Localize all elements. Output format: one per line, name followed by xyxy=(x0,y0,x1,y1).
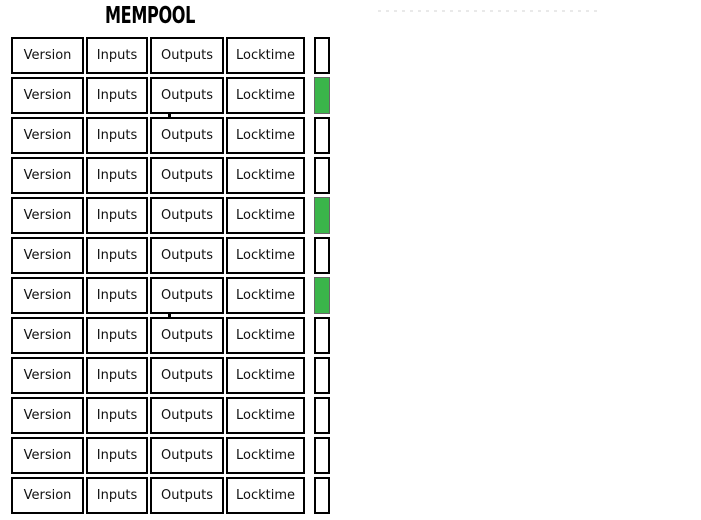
tx-cell-inputs: Inputs xyxy=(86,477,148,514)
tx-status-flag xyxy=(314,477,330,514)
connector-edge xyxy=(168,312,171,318)
tx-cell-locktime: Locktime xyxy=(226,317,305,354)
transaction-row: Version Inputs Outputs Locktime xyxy=(11,317,330,354)
tx-cell-inputs: Inputs xyxy=(86,157,148,194)
tx-cell-inputs: Inputs xyxy=(86,317,148,354)
transaction-row: Version Inputs Outputs Locktime xyxy=(11,397,330,434)
tx-cell-version: Version xyxy=(11,397,84,434)
tx-cell-version: Version xyxy=(11,357,84,394)
tx-cell-version: Version xyxy=(11,197,84,234)
transaction-row: Version Inputs Outputs Locktime xyxy=(11,37,330,74)
tx-cell-version: Version xyxy=(11,157,84,194)
tx-cell-locktime: Locktime xyxy=(226,117,305,154)
tx-cell-inputs: Inputs xyxy=(86,437,148,474)
tx-status-flag xyxy=(314,237,330,274)
tx-cell-version: Version xyxy=(11,37,84,74)
tx-cell-outputs: Outputs xyxy=(150,397,224,434)
transaction-row: Version Inputs Outputs Locktime xyxy=(11,117,330,154)
tx-cell-locktime: Locktime xyxy=(226,157,305,194)
tx-cell-outputs: Outputs xyxy=(150,197,224,234)
connector-edge xyxy=(168,112,171,118)
tx-cell-version: Version xyxy=(11,117,84,154)
transaction-row: Version Inputs Outputs Locktime xyxy=(11,157,330,194)
page-title: MEMPOOL xyxy=(105,3,196,29)
tx-cell-inputs: Inputs xyxy=(86,237,148,274)
tx-cell-locktime: Locktime xyxy=(226,357,305,394)
tx-status-flag xyxy=(314,397,330,434)
transaction-row: Version Inputs Outputs Locktime xyxy=(11,197,330,234)
transaction-row: Version Inputs Outputs Locktime xyxy=(11,77,330,114)
transaction-list: Version Inputs Outputs Locktime Version … xyxy=(11,37,330,514)
tx-cell-inputs: Inputs xyxy=(86,397,148,434)
tx-status-flag xyxy=(314,77,330,114)
tx-cell-outputs: Outputs xyxy=(150,37,224,74)
dashed-separator-line xyxy=(378,10,602,12)
tx-cell-version: Version xyxy=(11,317,84,354)
tx-cell-locktime: Locktime xyxy=(226,397,305,434)
tx-cell-outputs: Outputs xyxy=(150,117,224,154)
tx-cell-outputs: Outputs xyxy=(150,437,224,474)
tx-cell-inputs: Inputs xyxy=(86,277,148,314)
tx-cell-version: Version xyxy=(11,77,84,114)
tx-cell-inputs: Inputs xyxy=(86,357,148,394)
tx-status-flag xyxy=(314,117,330,154)
tx-cell-outputs: Outputs xyxy=(150,77,224,114)
transaction-row: Version Inputs Outputs Locktime xyxy=(11,437,330,474)
tx-cell-version: Version xyxy=(11,477,84,514)
tx-cell-locktime: Locktime xyxy=(226,37,305,74)
tx-cell-outputs: Outputs xyxy=(150,237,224,274)
tx-cell-version: Version xyxy=(11,437,84,474)
tx-cell-inputs: Inputs xyxy=(86,117,148,154)
transaction-row: Version Inputs Outputs Locktime xyxy=(11,477,330,514)
tx-cell-inputs: Inputs xyxy=(86,197,148,234)
tx-cell-inputs: Inputs xyxy=(86,37,148,74)
tx-cell-outputs: Outputs xyxy=(150,477,224,514)
tx-cell-outputs: Outputs xyxy=(150,157,224,194)
tx-cell-locktime: Locktime xyxy=(226,437,305,474)
tx-status-flag xyxy=(314,37,330,74)
tx-cell-version: Version xyxy=(11,237,84,274)
tx-cell-outputs: Outputs xyxy=(150,277,224,314)
tx-status-flag xyxy=(314,197,330,234)
tx-status-flag xyxy=(314,157,330,194)
transaction-row: Version Inputs Outputs Locktime xyxy=(11,277,330,314)
tx-status-flag xyxy=(314,357,330,394)
tx-cell-outputs: Outputs xyxy=(150,317,224,354)
tx-cell-outputs: Outputs xyxy=(150,357,224,394)
tx-status-flag xyxy=(314,437,330,474)
tx-cell-inputs: Inputs xyxy=(86,77,148,114)
tx-cell-locktime: Locktime xyxy=(226,197,305,234)
transaction-row: Version Inputs Outputs Locktime xyxy=(11,237,330,274)
tx-cell-locktime: Locktime xyxy=(226,277,305,314)
tx-cell-version: Version xyxy=(11,277,84,314)
tx-cell-locktime: Locktime xyxy=(226,477,305,514)
tx-status-flag xyxy=(314,277,330,314)
tx-cell-locktime: Locktime xyxy=(226,237,305,274)
tx-cell-locktime: Locktime xyxy=(226,77,305,114)
tx-status-flag xyxy=(314,317,330,354)
transaction-row: Version Inputs Outputs Locktime xyxy=(11,357,330,394)
